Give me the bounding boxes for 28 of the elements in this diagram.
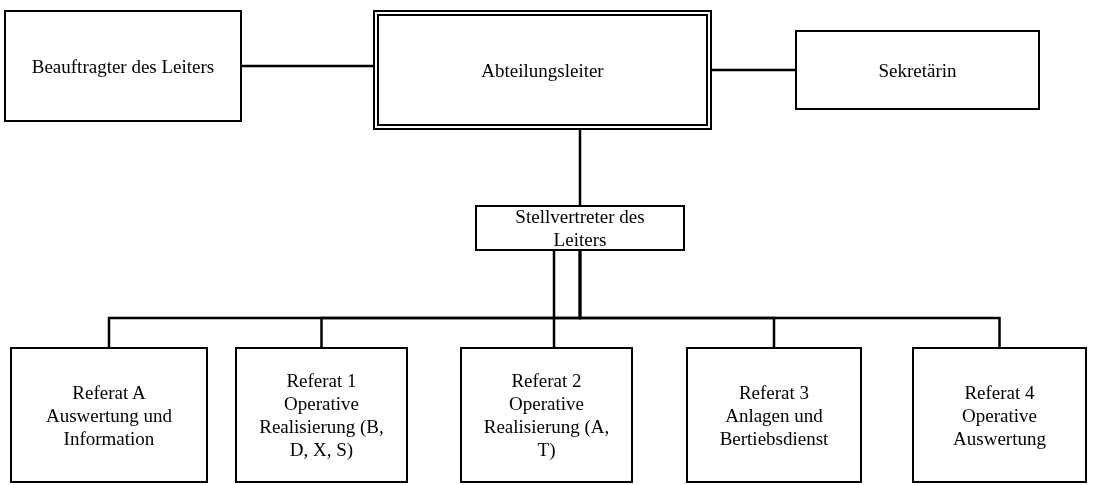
unit-name: Referat 1 [286, 369, 357, 392]
connector-line [578, 251, 1001, 347]
org-unit-box [795, 30, 1040, 110]
connector-line [242, 64, 373, 68]
connector-line [578, 130, 582, 205]
connector-line [712, 68, 795, 72]
unit-name: Referat A [72, 380, 146, 404]
unit-name: Operative Realisierung (A, T) [482, 392, 611, 461]
org-unit-box [10, 347, 208, 483]
unit-name: Referat 3 [738, 380, 810, 404]
unit-name: Referat 2 [511, 369, 582, 392]
unit-name: Beauftragter des Leiters [31, 54, 215, 78]
unit-name: Sekretärin [878, 58, 957, 82]
org-unit-box [235, 347, 408, 483]
org-unit-box [460, 347, 633, 483]
unit-name: Stellvertreter des Leiters [514, 205, 646, 251]
org-unit-box [373, 10, 712, 130]
unit-name: Operative Auswertung [952, 403, 1047, 450]
unit-name: Operative Realisierung (B, D, X, S) [258, 392, 385, 461]
org-unit-box [4, 10, 242, 122]
unit-name: Abteilungsleiter [481, 58, 604, 82]
org-unit-box [475, 205, 685, 251]
unit-name: Anlagen und Bertiebsdienst [718, 403, 830, 450]
org-unit-box [912, 347, 1087, 483]
unit-name: Referat 4 [964, 380, 1035, 404]
org-unit-box [686, 347, 862, 483]
connector-line [552, 251, 556, 347]
unit-name: Auswertung und Information [44, 403, 174, 450]
